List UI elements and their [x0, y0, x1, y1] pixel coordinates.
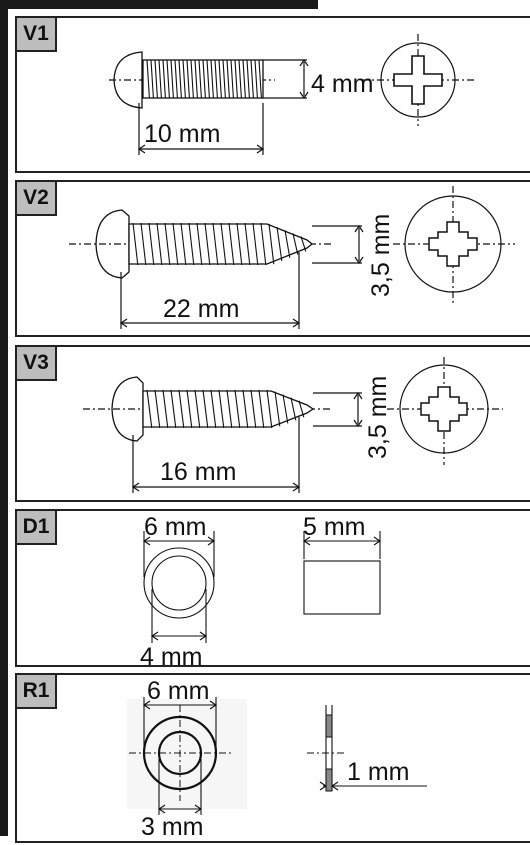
- top-frame-bar: [0, 0, 318, 9]
- tapping-screw-diagram: 3,5 mm 16 mm: [83, 357, 503, 493]
- washer-section-top: [325, 714, 333, 738]
- dimension-length: 10 mm: [144, 120, 220, 148]
- panel-r1: R1 6 mm 1 mm 3 mm: [15, 673, 530, 843]
- dimension-thickness: 1 mm: [347, 758, 410, 786]
- dimension-inner-diameter: 3 mm: [141, 813, 204, 841]
- panel-label: D1: [17, 511, 57, 545]
- panel-label: V1: [17, 18, 57, 52]
- panel-v2: V2 3,5 mm 22 mm: [15, 180, 530, 337]
- dimension-length: 5 mm: [303, 513, 366, 541]
- dimension-diameter: 3,5 mm: [367, 214, 395, 297]
- panel-d1: D1 6 mm 5 mm 4 mm: [15, 509, 530, 671]
- panel-v1: V1 4 mm 10 mm: [15, 16, 530, 173]
- dimension-diameter: 3,5 mm: [364, 376, 392, 459]
- left-frame-bar: [0, 0, 8, 836]
- machine-screw-diagram: 4 mm 10 mm: [109, 34, 475, 155]
- panel-v3: V3 3,5 mm 16 mm: [15, 345, 530, 502]
- panel-label: V2: [17, 182, 57, 216]
- dimension-outer-diameter: 6 mm: [147, 677, 210, 705]
- dimension-inner-diameter: 4 mm: [140, 643, 203, 671]
- panel-label: R1: [17, 675, 57, 709]
- dimension-outer-diameter: 6 mm: [144, 513, 207, 541]
- washer-section-bottom: [325, 768, 333, 792]
- spacer-diagram: 6 mm 5 mm 4 mm: [140, 513, 381, 671]
- dimension-length: 22 mm: [163, 295, 239, 323]
- dimension-diameter: 4 mm: [311, 70, 374, 98]
- panel-label: V3: [17, 347, 57, 381]
- dimension-length: 16 mm: [160, 458, 236, 486]
- tapping-screw-diagram: 3,5 mm 22 mm: [69, 186, 515, 329]
- washer-diagram: 6 mm 1 mm 3 mm: [127, 677, 427, 841]
